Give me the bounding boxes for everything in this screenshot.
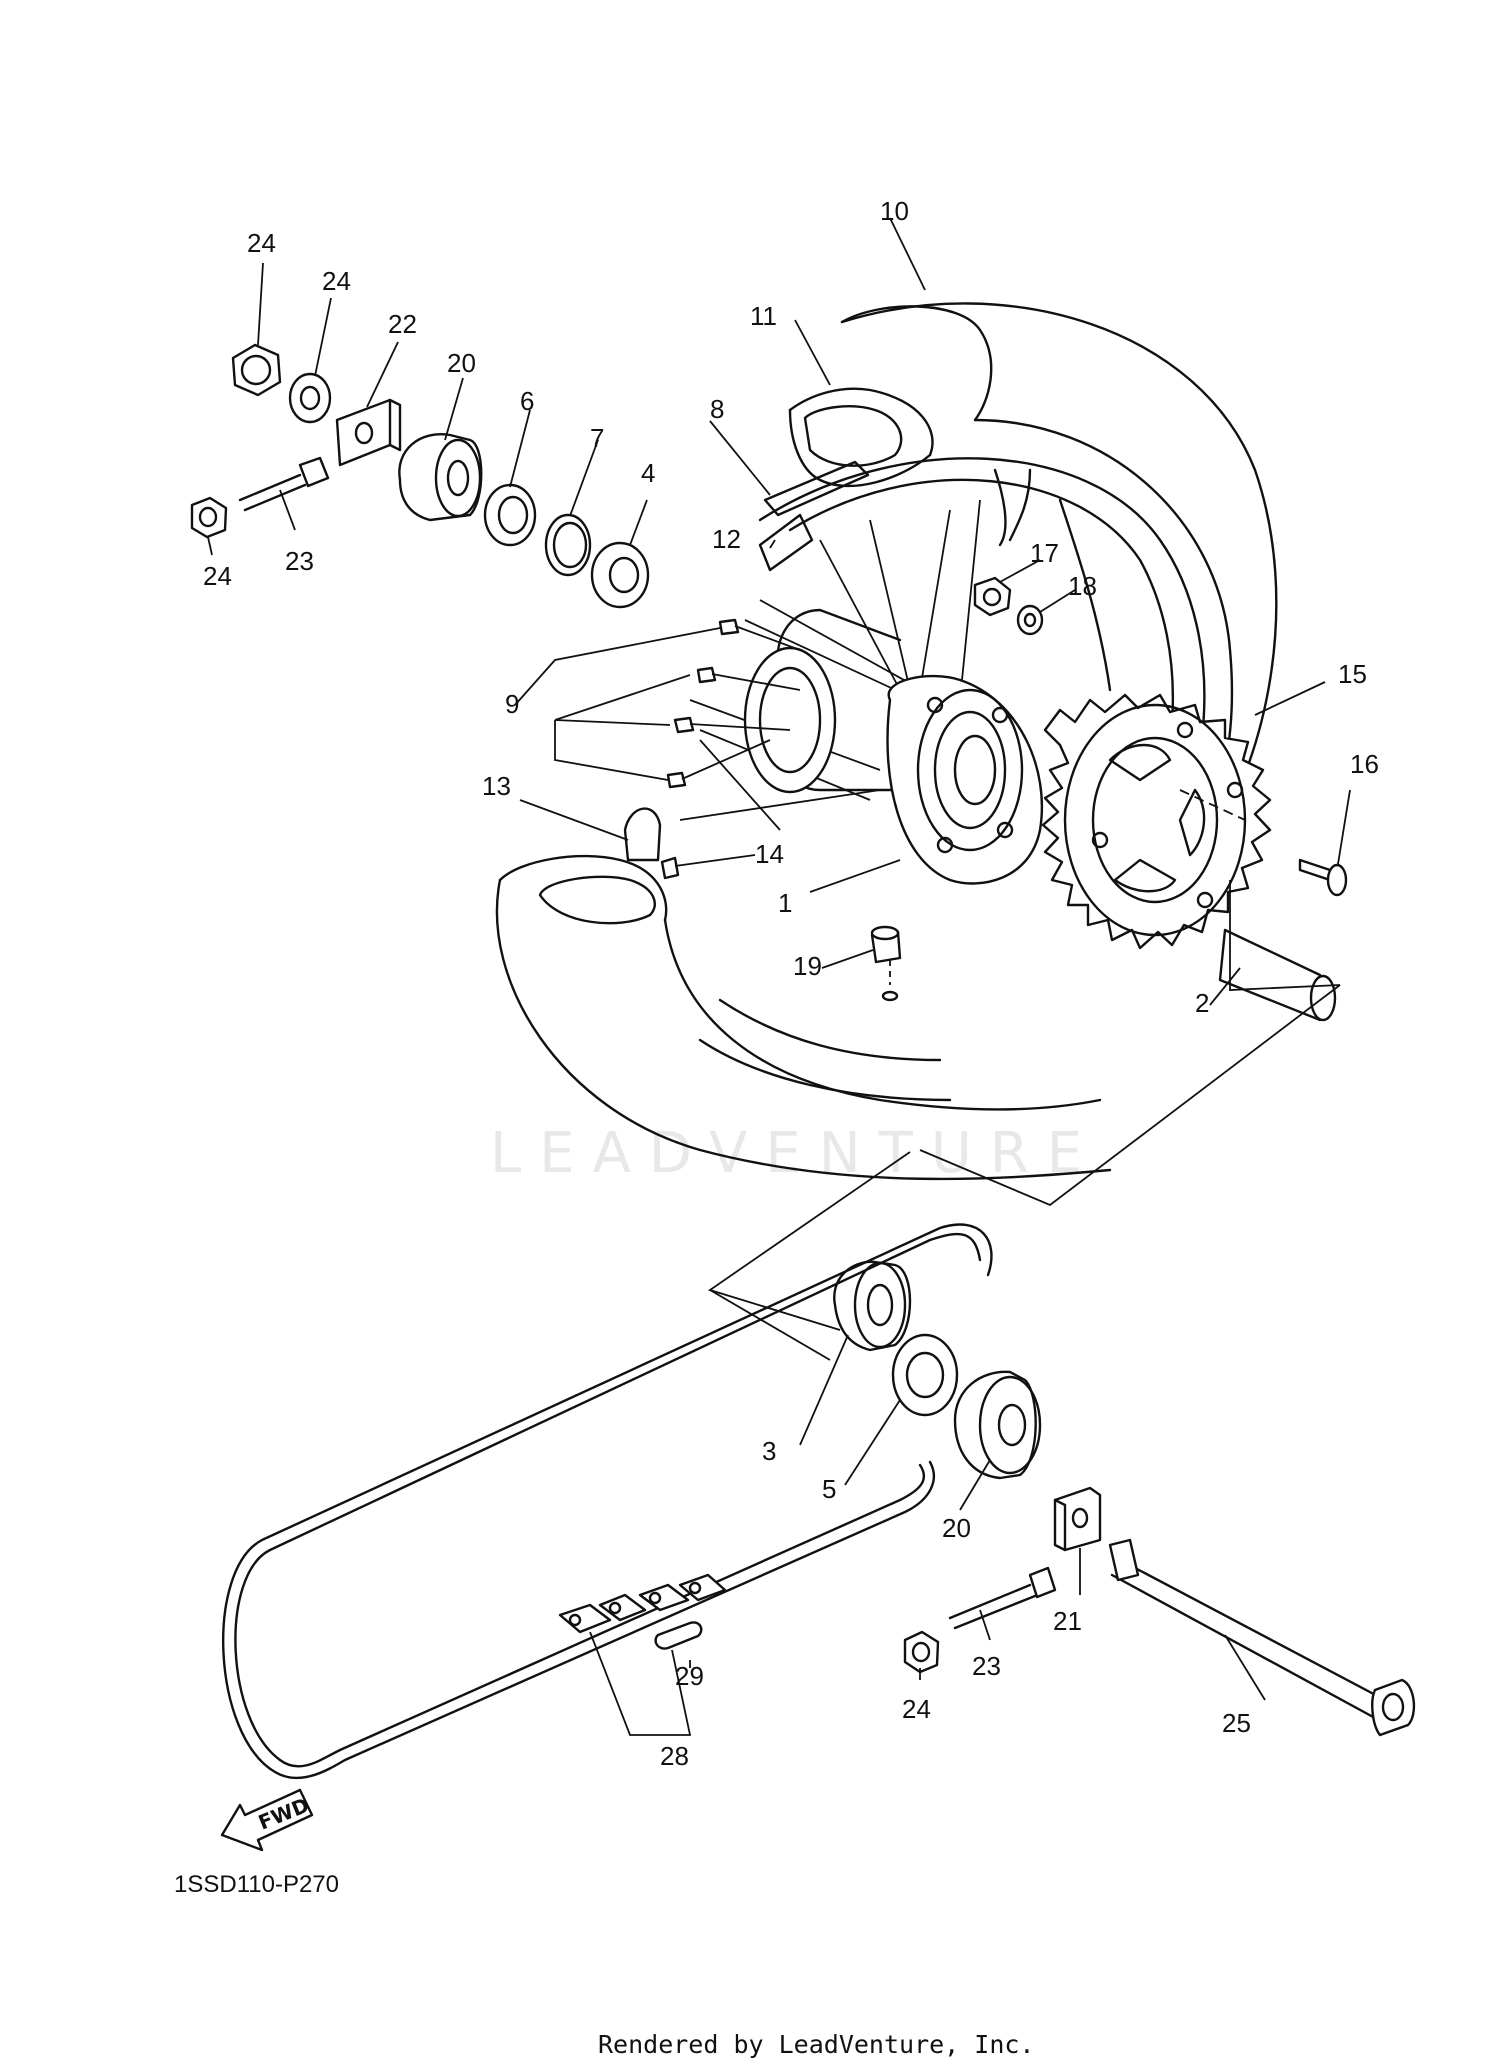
- label-20-bottom[interactable]: 20: [942, 1513, 971, 1543]
- drive-chain[interactable]: [222, 1223, 993, 1780]
- label-15[interactable]: 15: [1338, 659, 1367, 689]
- sprocket-nut[interactable]: [973, 576, 1012, 617]
- spacer-flanged-right[interactable]: [953, 1370, 1042, 1480]
- label-1[interactable]: 1: [778, 888, 792, 918]
- axle-nut[interactable]: [231, 343, 282, 397]
- label-8[interactable]: 8: [710, 394, 724, 424]
- watermark-text: LEADVENTURE: [490, 1121, 1100, 1186]
- label-23-top[interactable]: 23: [285, 546, 314, 576]
- collar[interactable]: [1218, 928, 1337, 1022]
- locknut-right[interactable]: [903, 1630, 940, 1674]
- circlip[interactable]: [544, 513, 592, 577]
- footer-credit: Rendered by LeadVenture, Inc.: [598, 2030, 1035, 2059]
- assembly-frame-lines: [707, 880, 1341, 1361]
- label-12[interactable]: 12: [712, 524, 741, 554]
- fwd-arrow-icon: FWD: [220, 1788, 314, 1852]
- label-13[interactable]: 13: [482, 771, 511, 801]
- label-27[interactable]: 24: [322, 266, 351, 296]
- oil-seal[interactable]: [483, 483, 537, 547]
- chain-puller-right[interactable]: [1053, 1486, 1102, 1552]
- label-6[interactable]: 6: [520, 386, 534, 416]
- tire[interactable]: [495, 302, 1278, 1181]
- sprocket-bolt[interactable]: [1298, 858, 1348, 897]
- label-18[interactable]: 18: [1068, 571, 1097, 601]
- label-14[interactable]: 14: [755, 839, 784, 869]
- label-19[interactable]: 19: [793, 951, 822, 981]
- locknut-left[interactable]: [190, 496, 228, 539]
- adjust-bolt-right[interactable]: [948, 1566, 1057, 1630]
- label-11[interactable]: 11: [750, 301, 777, 331]
- label-25[interactable]: 25: [1222, 1708, 1251, 1738]
- valve[interactable]: [870, 925, 902, 1002]
- label-9[interactable]: 9: [505, 689, 519, 719]
- hub[interactable]: [743, 608, 1044, 885]
- label-23-bottom[interactable]: 23: [972, 1651, 1001, 1681]
- rear-sprocket[interactable]: [1041, 693, 1272, 950]
- label-26[interactable]: 24: [247, 228, 276, 258]
- master-link-clip[interactable]: [654, 1621, 703, 1650]
- inner-tube[interactable]: [788, 387, 934, 488]
- wheel-axle[interactable]: [1108, 1538, 1416, 1737]
- chain-joint[interactable]: [558, 1573, 727, 1634]
- label-2[interactable]: 2: [1195, 988, 1209, 1018]
- lock-washer[interactable]: [1016, 604, 1044, 636]
- drawing-code: 1SSD110-P270: [174, 1871, 339, 1898]
- label-3[interactable]: 3: [762, 1436, 776, 1466]
- label-28[interactable]: 28: [660, 1741, 689, 1771]
- label-5[interactable]: 5: [822, 1474, 836, 1504]
- chain-puller-left[interactable]: [335, 398, 402, 467]
- oil-seal-right[interactable]: [891, 1333, 959, 1417]
- valve-nut[interactable]: [660, 856, 680, 880]
- label-22[interactable]: 22: [388, 309, 417, 339]
- adjust-bolt-left[interactable]: [238, 456, 330, 512]
- spoke-nipples[interactable]: [666, 618, 801, 789]
- label-21[interactable]: 21: [1053, 1606, 1082, 1636]
- label-7[interactable]: 7: [590, 423, 604, 453]
- valve-cap[interactable]: [623, 807, 662, 862]
- rim-lock[interactable]: [758, 513, 814, 572]
- bearing-right[interactable]: [833, 1260, 912, 1352]
- label-24-top[interactable]: 24: [203, 561, 232, 591]
- washer[interactable]: [288, 372, 332, 424]
- spacer-flanged-left[interactable]: [398, 433, 483, 522]
- label-17[interactable]: 17: [1030, 538, 1059, 568]
- leader-lines: [207, 217, 1351, 1736]
- label-29[interactable]: 29: [675, 1661, 704, 1691]
- part-labels: 24 24 22 20 6 7 4 23 24 10 11 8 12 17 18…: [203, 196, 1379, 1771]
- bearing-left[interactable]: [590, 541, 650, 609]
- label-16[interactable]: 16: [1350, 749, 1379, 779]
- label-24-bottom[interactable]: 24: [902, 1694, 931, 1724]
- label-10[interactable]: 10: [880, 196, 909, 226]
- rim-band[interactable]: [763, 460, 870, 517]
- label-20-top[interactable]: 20: [447, 348, 476, 378]
- label-4[interactable]: 4: [641, 458, 655, 488]
